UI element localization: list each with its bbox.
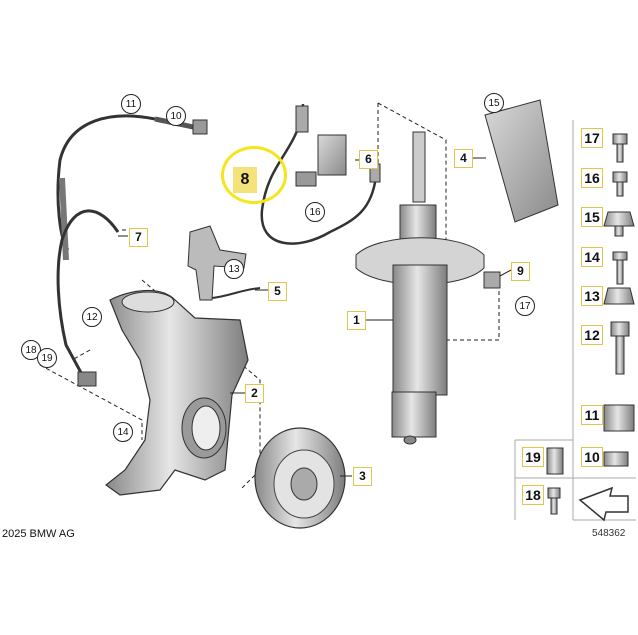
wear-sensor-cable [260,103,378,245]
callout-9[interactable]: 9 [511,262,530,281]
side-item-17[interactable]: 17 [581,128,603,148]
bottom-item-10[interactable]: 10 [581,447,603,467]
callout-13[interactable]: 13 [224,259,244,279]
strut-body-shape [392,264,448,396]
callout-5[interactable]: 5 [268,282,287,301]
side-item-12[interactable]: 12 [581,325,603,345]
control-unit-shape [484,99,559,223]
steering-knuckle-shape [105,289,249,496]
callout-6[interactable]: 6 [359,150,378,169]
callout-17[interactable]: 17 [515,296,535,316]
callout-15[interactable]: 15 [484,93,504,113]
callout-1[interactable]: 1 [347,311,366,330]
callout-2[interactable]: 2 [245,384,264,403]
callout-3[interactable]: 3 [353,467,372,486]
callout-7[interactable]: 7 [129,228,148,247]
bottom-item-18[interactable]: 18 [522,485,544,505]
callout-19[interactable]: 19 [37,348,57,368]
callout-10[interactable]: 10 [166,106,186,126]
side-item-15[interactable]: 15 [581,207,603,227]
side-item-11[interactable]: 11 [581,405,603,425]
side-item-16[interactable]: 16 [581,168,603,188]
callout-14[interactable]: 14 [113,422,133,442]
sensor-cable-upper [56,114,156,251]
bottom-item-19[interactable]: 19 [522,447,544,467]
selection-highlight-ring [221,146,287,204]
sensor-cable-lower [56,209,120,381]
side-item-13[interactable]: 13 [581,286,603,306]
callout-8-selected[interactable]: 8 [233,167,257,193]
diagram-number: 548362 [592,528,626,539]
callout-16[interactable]: 16 [305,202,325,222]
callout-12[interactable]: 12 [82,307,102,327]
callout-4[interactable]: 4 [454,149,473,168]
callout-11[interactable]: 11 [121,94,141,114]
arrow-icon [578,486,629,522]
copyright-text: 2025 BMW AG [2,528,75,540]
side-item-14[interactable]: 14 [581,247,603,267]
